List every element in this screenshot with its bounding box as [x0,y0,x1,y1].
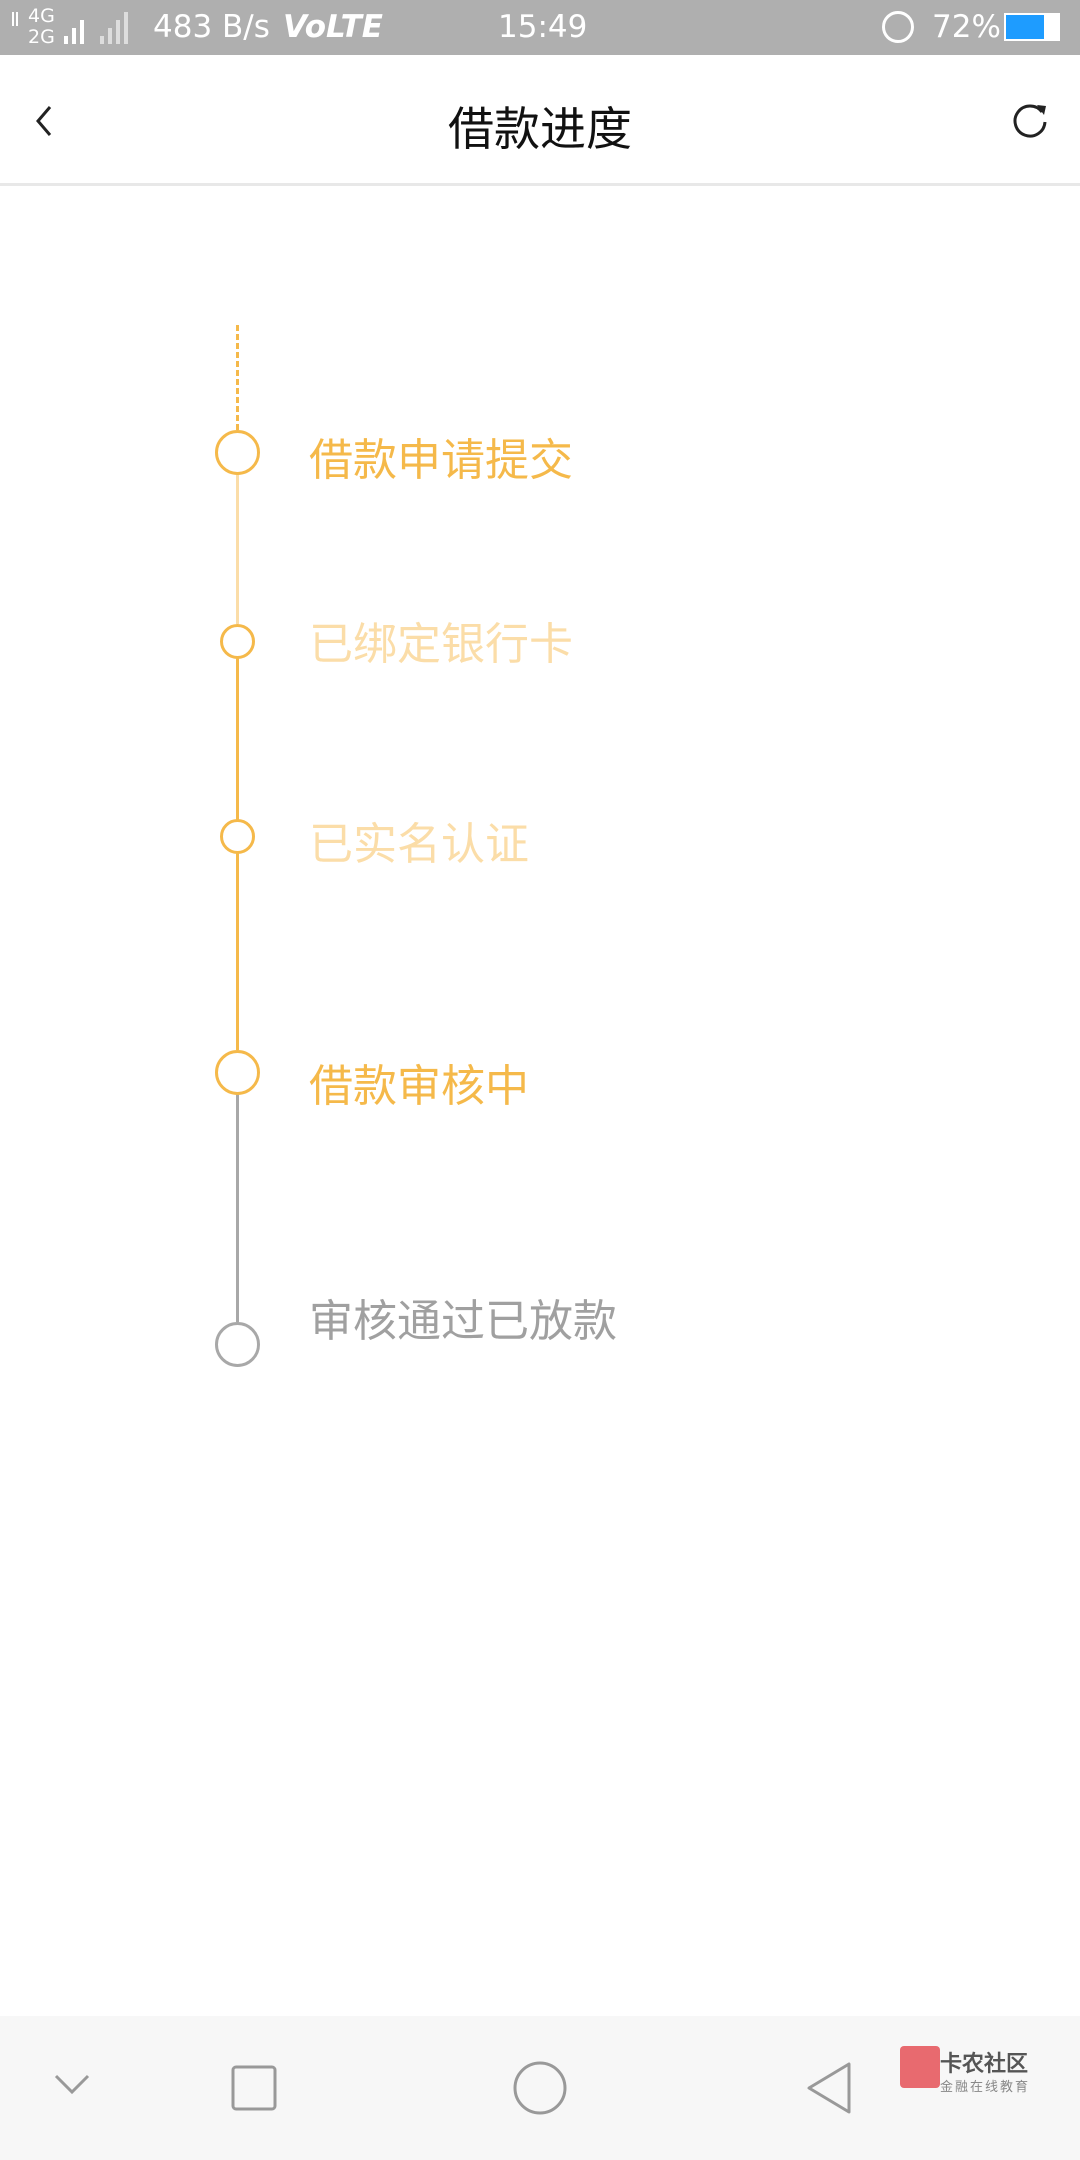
kanong-logo-icon [900,2046,940,2088]
timeline-line [236,1094,239,1322]
watermark-tagline: 金融在线教育 [940,2080,1031,2095]
battery-percent: 72% [932,9,1001,45]
back-button[interactable] [30,103,60,139]
data-activity-icon [12,12,18,26]
step-label: 借款审核中 [309,1061,529,1112]
timeline-line [236,474,239,624]
step-label: 已绑定银行卡 [309,619,573,670]
net-speed: 483 B/s [153,9,270,45]
step-marker [220,624,255,659]
step-marker [215,1050,260,1095]
rotation-lock-icon [882,11,914,43]
back-nav-button[interactable] [804,2060,854,2116]
battery-icon [1004,13,1060,41]
step-marker [220,819,255,854]
step-marker [215,1322,260,1367]
clock: 15:49 [498,9,588,45]
step-marker [215,430,260,475]
signal-icon [64,12,128,44]
home-button[interactable] [512,2060,568,2116]
hide-nav-button[interactable] [52,2072,92,2096]
app-header: 借款进度 [0,55,1080,186]
watermark-name: 卡农社区 [940,2052,1029,2077]
refresh-icon[interactable] [1010,100,1050,140]
status-bar: 4G 2G 483 B/s VoLTE 15:49 72% [0,0,1080,55]
timeline-line [236,658,239,1050]
volte: VoLTE [283,9,383,45]
timeline-dashed-line [236,325,239,430]
step-label: 审核通过已放款 [309,1296,617,1347]
recents-button[interactable] [230,2064,278,2112]
network-type: 4G 2G [28,5,55,48]
page-title: 借款进度 [448,102,632,156]
step-label: 借款申请提交 [309,435,573,486]
step-label: 已实名认证 [309,819,529,870]
system-nav-bar: 卡农社区 金融在线教育 [0,2016,1080,2160]
